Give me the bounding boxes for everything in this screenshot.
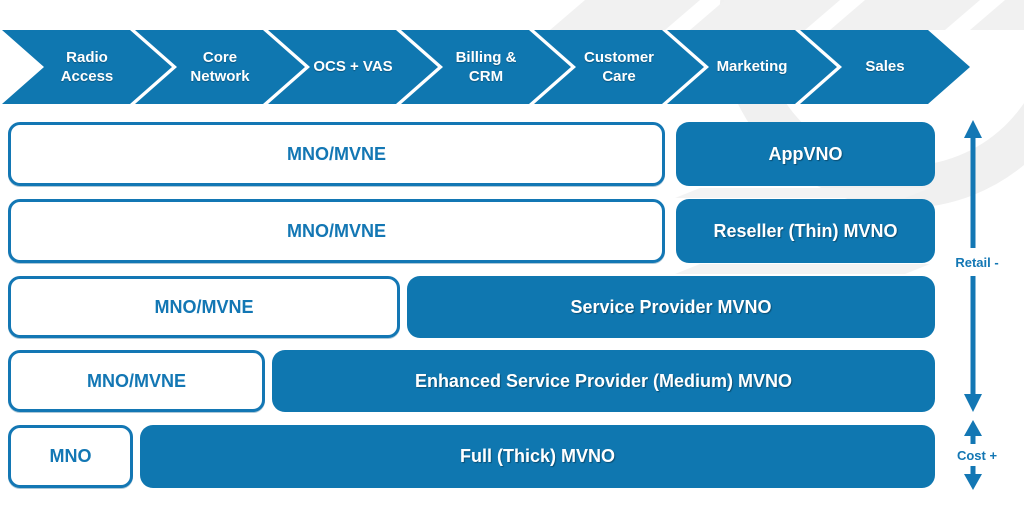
- operator-box-label: MNO: [49, 446, 92, 466]
- cost-arrow-up-icon: [964, 420, 982, 436]
- mvno-type-box: AppVNO: [676, 122, 935, 186]
- value-chain-step-radio-access: Radio Access: [2, 30, 172, 104]
- value-chain-step-label: Radio Access: [60, 48, 114, 85]
- mvno-type-box-label: Full (Thick) MVNO: [460, 446, 615, 466]
- operator-box: MNO/MVNE: [8, 276, 400, 338]
- value-chain-step-label: OCS + VAS: [313, 58, 393, 76]
- mvno-row-full-thick: MNO Full (Thick) MVNO: [0, 425, 1024, 488]
- mvno-type-box: Reseller (Thin) MVNO: [676, 199, 935, 263]
- mvno-type-box-label: Reseller (Thin) MVNO: [713, 220, 898, 241]
- cost-axis-label: Cost +: [957, 448, 998, 463]
- mvno-type-box-label: Service Provider MVNO: [570, 296, 772, 317]
- value-chain-step-label: Billing & CRM: [455, 48, 517, 85]
- operator-box-label: MNO/MVNE: [154, 296, 254, 317]
- value-chain-step-label: Core Network: [190, 48, 250, 85]
- value-chain-step-label: Customer Care: [583, 48, 654, 85]
- operator-box: MNO/MVNE: [8, 350, 265, 412]
- operator-box: MNO/MVNE: [8, 199, 665, 263]
- mvno-row-reseller-thin: MNO/MVNE Reseller (Thin) MVNO: [0, 199, 1024, 263]
- mvno-row-service-provider: MNO/MVNE Service Provider MVNO: [0, 276, 1024, 338]
- mvno-type-box-label: AppVNO: [768, 143, 843, 164]
- value-chain-step-core-network: Core Network: [135, 30, 305, 104]
- retail-cost-axis: Retail - Cost +: [955, 120, 999, 490]
- mvno-type-box: Full (Thick) MVNO: [140, 425, 935, 488]
- retail-arrow-down-icon: [964, 394, 982, 412]
- operator-box-label: MNO/MVNE: [287, 220, 386, 241]
- mvno-row-appvno: MNO/MVNE AppVNO: [0, 122, 1024, 186]
- mvno-type-box-label: Enhanced Service Provider (Medium) MVNO: [414, 370, 793, 391]
- mvno-type-box: Service Provider MVNO: [407, 276, 935, 338]
- operator-box-label: MNO/MVNE: [287, 143, 386, 164]
- retail-axis-label: Retail -: [955, 255, 998, 270]
- mvno-type-box: Enhanced Service Provider (Medium) MVNO: [272, 350, 935, 412]
- operator-box: MNO/MVNE: [8, 122, 665, 186]
- operator-box-label: MNO/MVNE: [87, 370, 186, 391]
- cost-arrow-down-icon: [964, 474, 982, 490]
- mvno-row-enhanced-service-provider: MNO/MVNE Enhanced Service Provider (Medi…: [0, 350, 1024, 412]
- operator-box: MNO: [8, 425, 133, 488]
